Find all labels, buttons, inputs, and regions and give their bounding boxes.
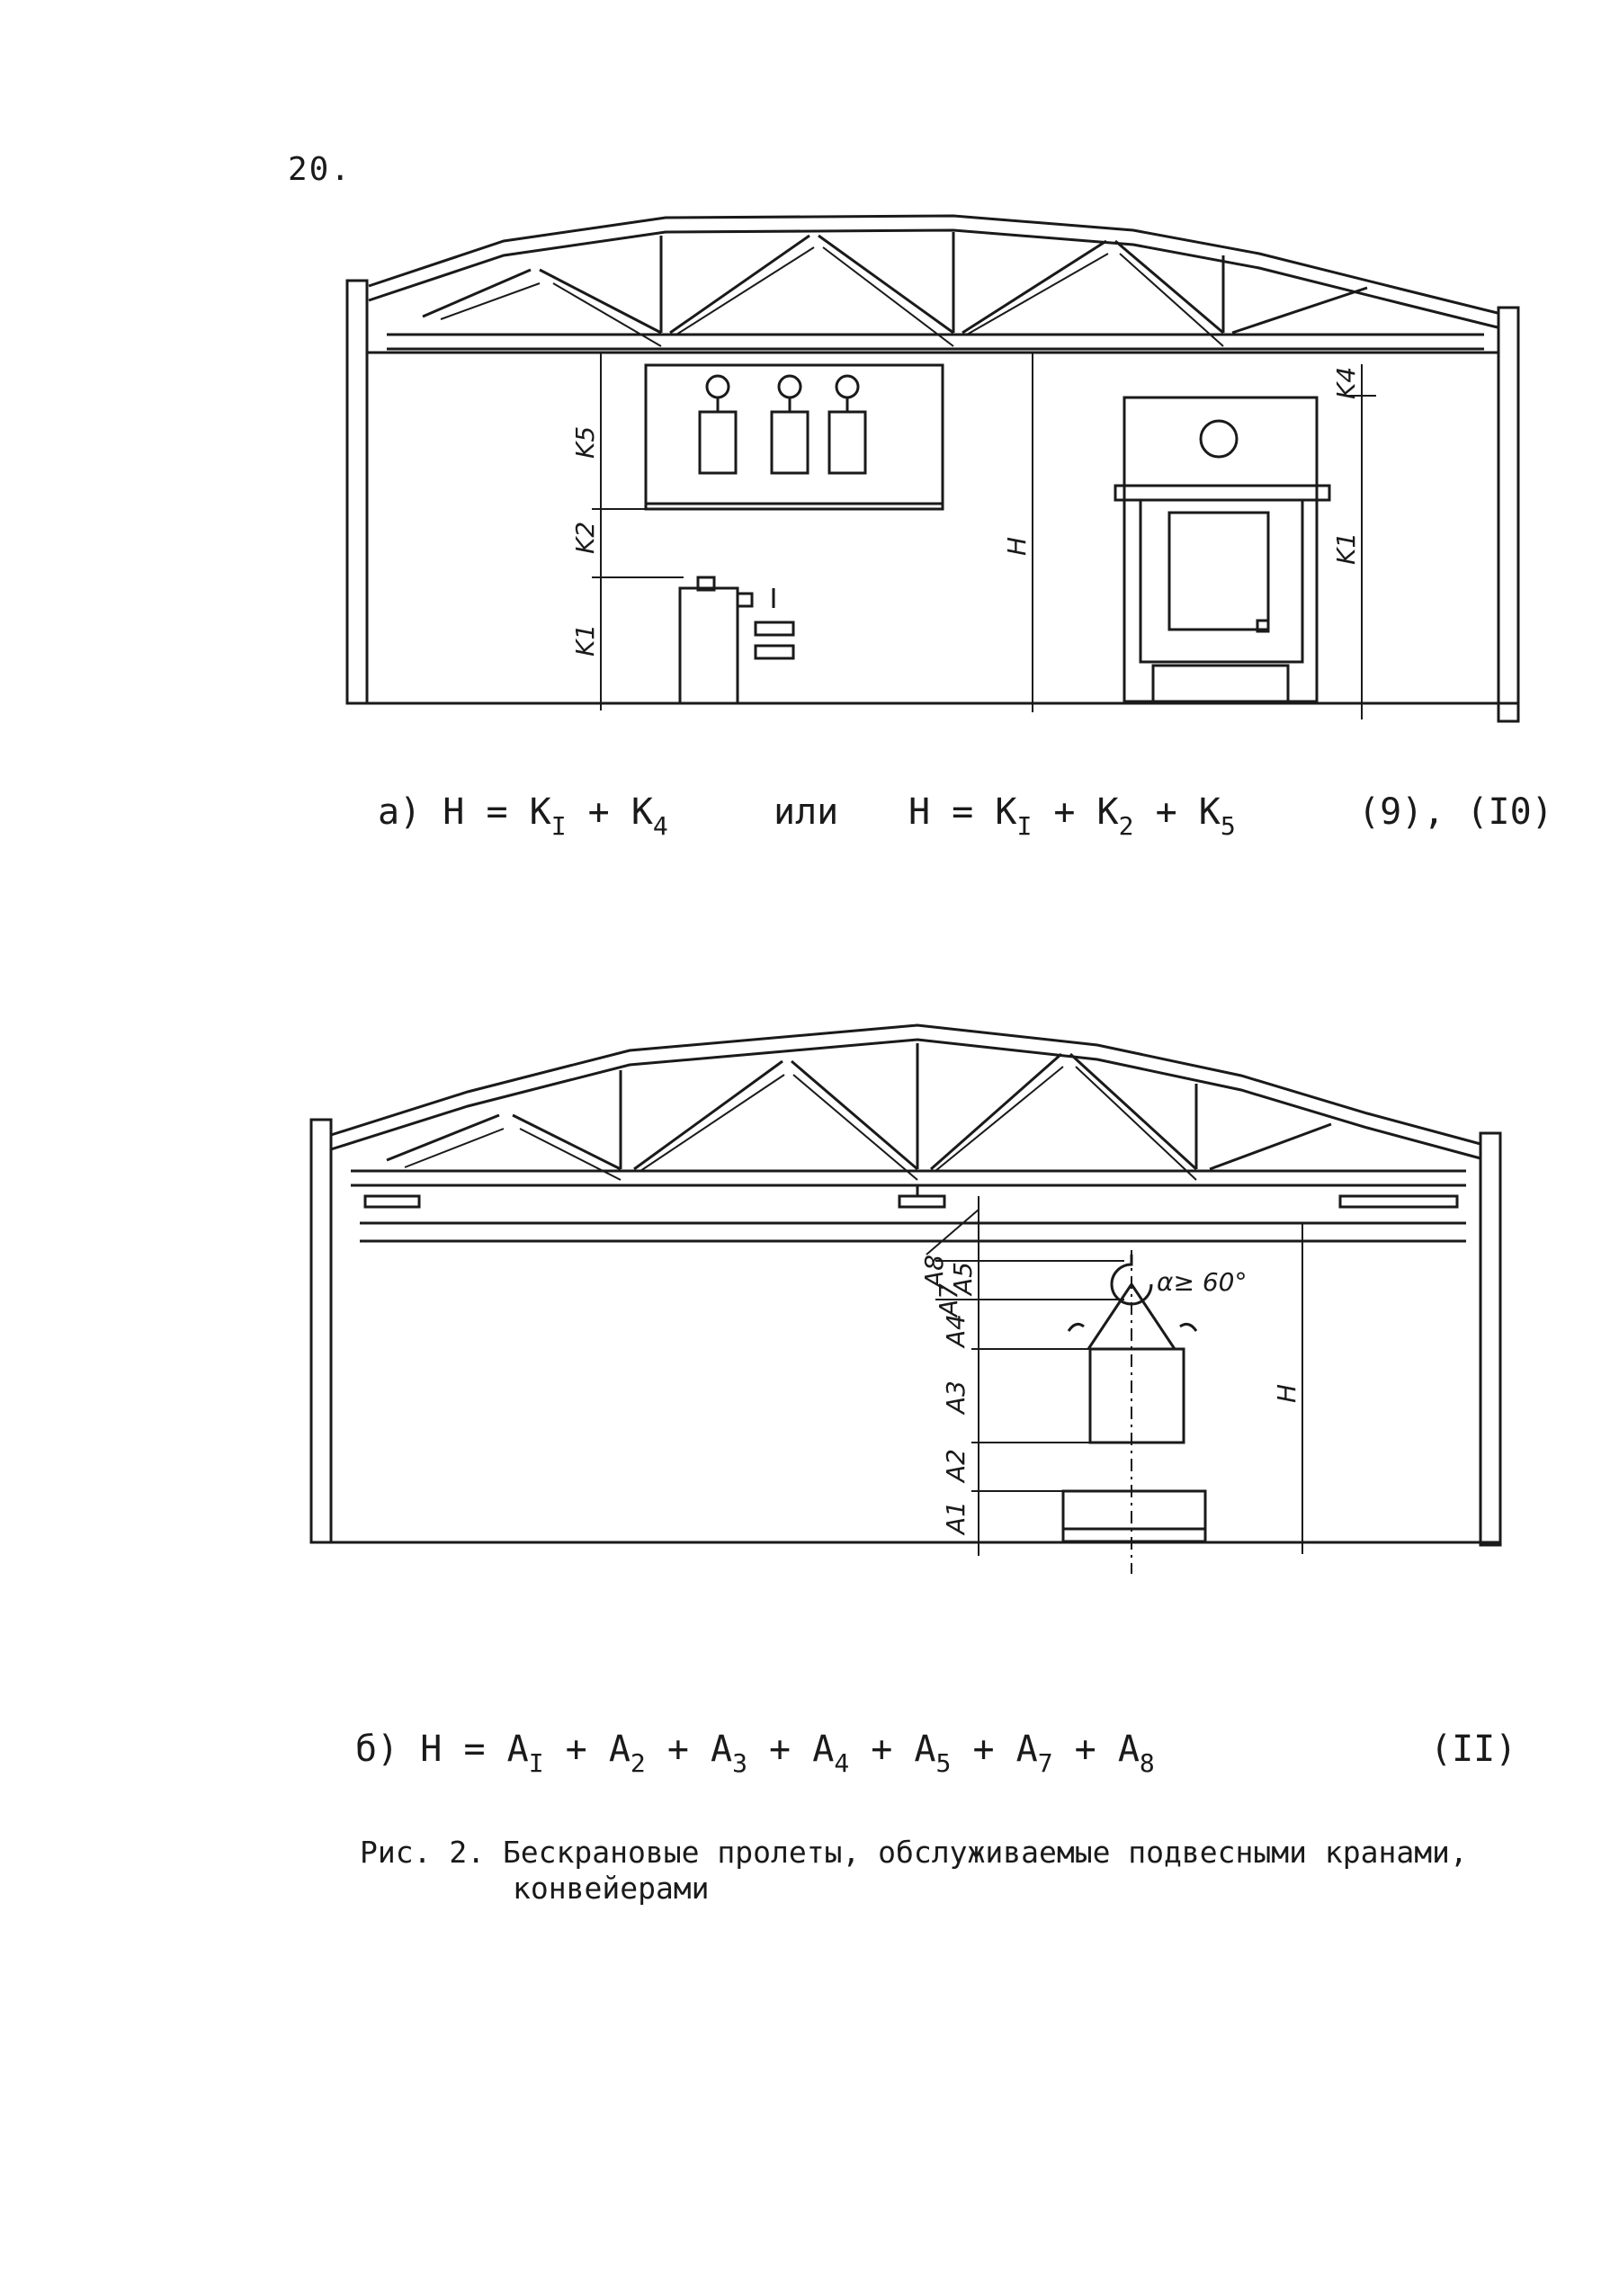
crane-runway (360, 1185, 1466, 1243)
label-k4: K4 (1331, 367, 1361, 399)
label-a7: A7 (934, 1283, 963, 1318)
truss-top-chord (368, 214, 1498, 315)
caption-line-1: Рис. 2. Бескрановые пролеты, обслуживаем… (360, 1835, 1468, 1870)
left-column-b (309, 1118, 333, 1544)
label-k1-left: K1 (570, 624, 600, 657)
label-a1: A1 (941, 1501, 971, 1536)
right-column (1497, 306, 1520, 723)
truss-top-chord-b (330, 1023, 1481, 1146)
label-k5: K5 (570, 426, 600, 459)
conveyor-hangers (698, 374, 867, 475)
formula-a-2: H = KI + K2 + K5 (908, 791, 1236, 841)
label-a5: A5 (948, 1262, 978, 1297)
dimension-lines-a (592, 352, 1376, 719)
label-a4: A4 (941, 1314, 971, 1349)
label-a3: A3 (941, 1380, 971, 1416)
label-k2: K2 (570, 522, 600, 554)
crane-hook-load (1061, 1255, 1207, 1543)
label-h-b: H (1272, 1384, 1301, 1403)
label-a2: A2 (941, 1449, 971, 1484)
label-h-a: H (1002, 537, 1032, 556)
page-number: 20. (288, 151, 353, 188)
overhead-conveyor-frame (644, 363, 944, 511)
label-a8: A8 (919, 1255, 949, 1290)
right-column-b (1479, 1131, 1502, 1547)
floor-item (1061, 1489, 1207, 1543)
label-angle: α≥ 60° (1157, 1267, 1247, 1297)
press-machine (1114, 396, 1331, 703)
dimension-lines-b (926, 1196, 1303, 1556)
machine-tool (678, 576, 795, 705)
formula-connector: или (774, 791, 839, 833)
equation-number-b: (II) (1430, 1729, 1517, 1770)
equation-numbers-a: (9), (I0) (1358, 791, 1553, 833)
caption-line-2: конвейерами (513, 1871, 710, 1906)
formula-a-1: а) H = KI + K4 (378, 791, 668, 841)
figure-caption: Рис. 2. Бескрановые пролеты, обслуживаем… (360, 1835, 1529, 1907)
label-k1-right: K1 (1331, 532, 1361, 565)
formula-b: б) H = AI + A2 + A3 + A4 + A5 + A7 + A8 (355, 1729, 1155, 1778)
